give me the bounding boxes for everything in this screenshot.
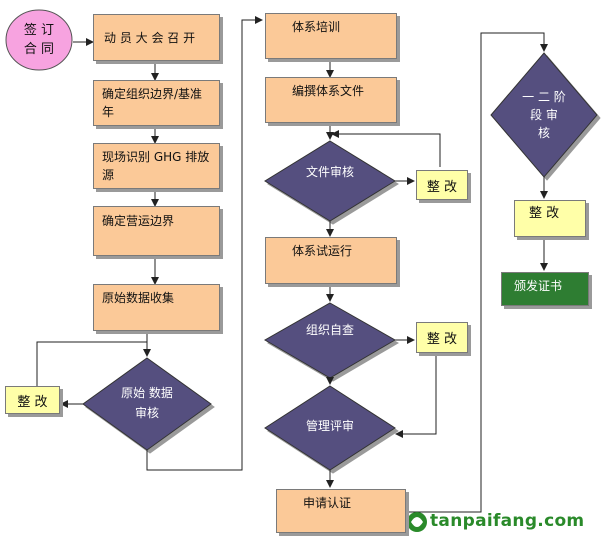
trial-run-box: 体系试运行 bbox=[265, 237, 397, 284]
self-check-label: 组织自查 bbox=[305, 323, 354, 337]
fix-data-box: 整 改 bbox=[5, 386, 60, 414]
fix-doc-box: 整 改 bbox=[416, 170, 468, 200]
start-node: 签 订 合 同 bbox=[23, 23, 55, 57]
tanpaifang-logo-icon bbox=[407, 512, 427, 532]
connectors bbox=[36, 16, 548, 513]
apply-cert-box: 申请认证 bbox=[276, 489, 406, 533]
define-org-boundary-box: 确定组织边界/基准 年 bbox=[93, 80, 220, 126]
identify-ghg-box: 现场识别 GHG 排放 源 bbox=[93, 143, 220, 189]
review-data-label: 原始 数据 审核 bbox=[121, 386, 173, 420]
audit-label: 一 二 阶 段 审 核 bbox=[522, 90, 566, 140]
watermark-text: tanpaifang.com bbox=[430, 511, 585, 531]
doc-review-label: 文件审核 bbox=[305, 165, 354, 179]
start-ellipse bbox=[5, 9, 73, 71]
data-collection-box: 原始数据收集 bbox=[93, 284, 220, 331]
fix-audit-box: 整 改 bbox=[514, 200, 586, 237]
define-ops-boundary-box: 确定营运边界 bbox=[93, 206, 220, 256]
fix-self-check-box: 整 改 bbox=[416, 322, 468, 353]
issue-cert-box: 颁发证书 bbox=[501, 272, 589, 306]
compile-docs-box: 编撰体系文件 bbox=[265, 77, 397, 123]
training-box: 体系培训 bbox=[265, 13, 397, 59]
mgmt-review-label: 管理评审 bbox=[305, 419, 354, 433]
self-check-diamond bbox=[263, 302, 397, 379]
mobilize-meeting-box: 动 员 大 会 召 开 bbox=[93, 14, 220, 61]
